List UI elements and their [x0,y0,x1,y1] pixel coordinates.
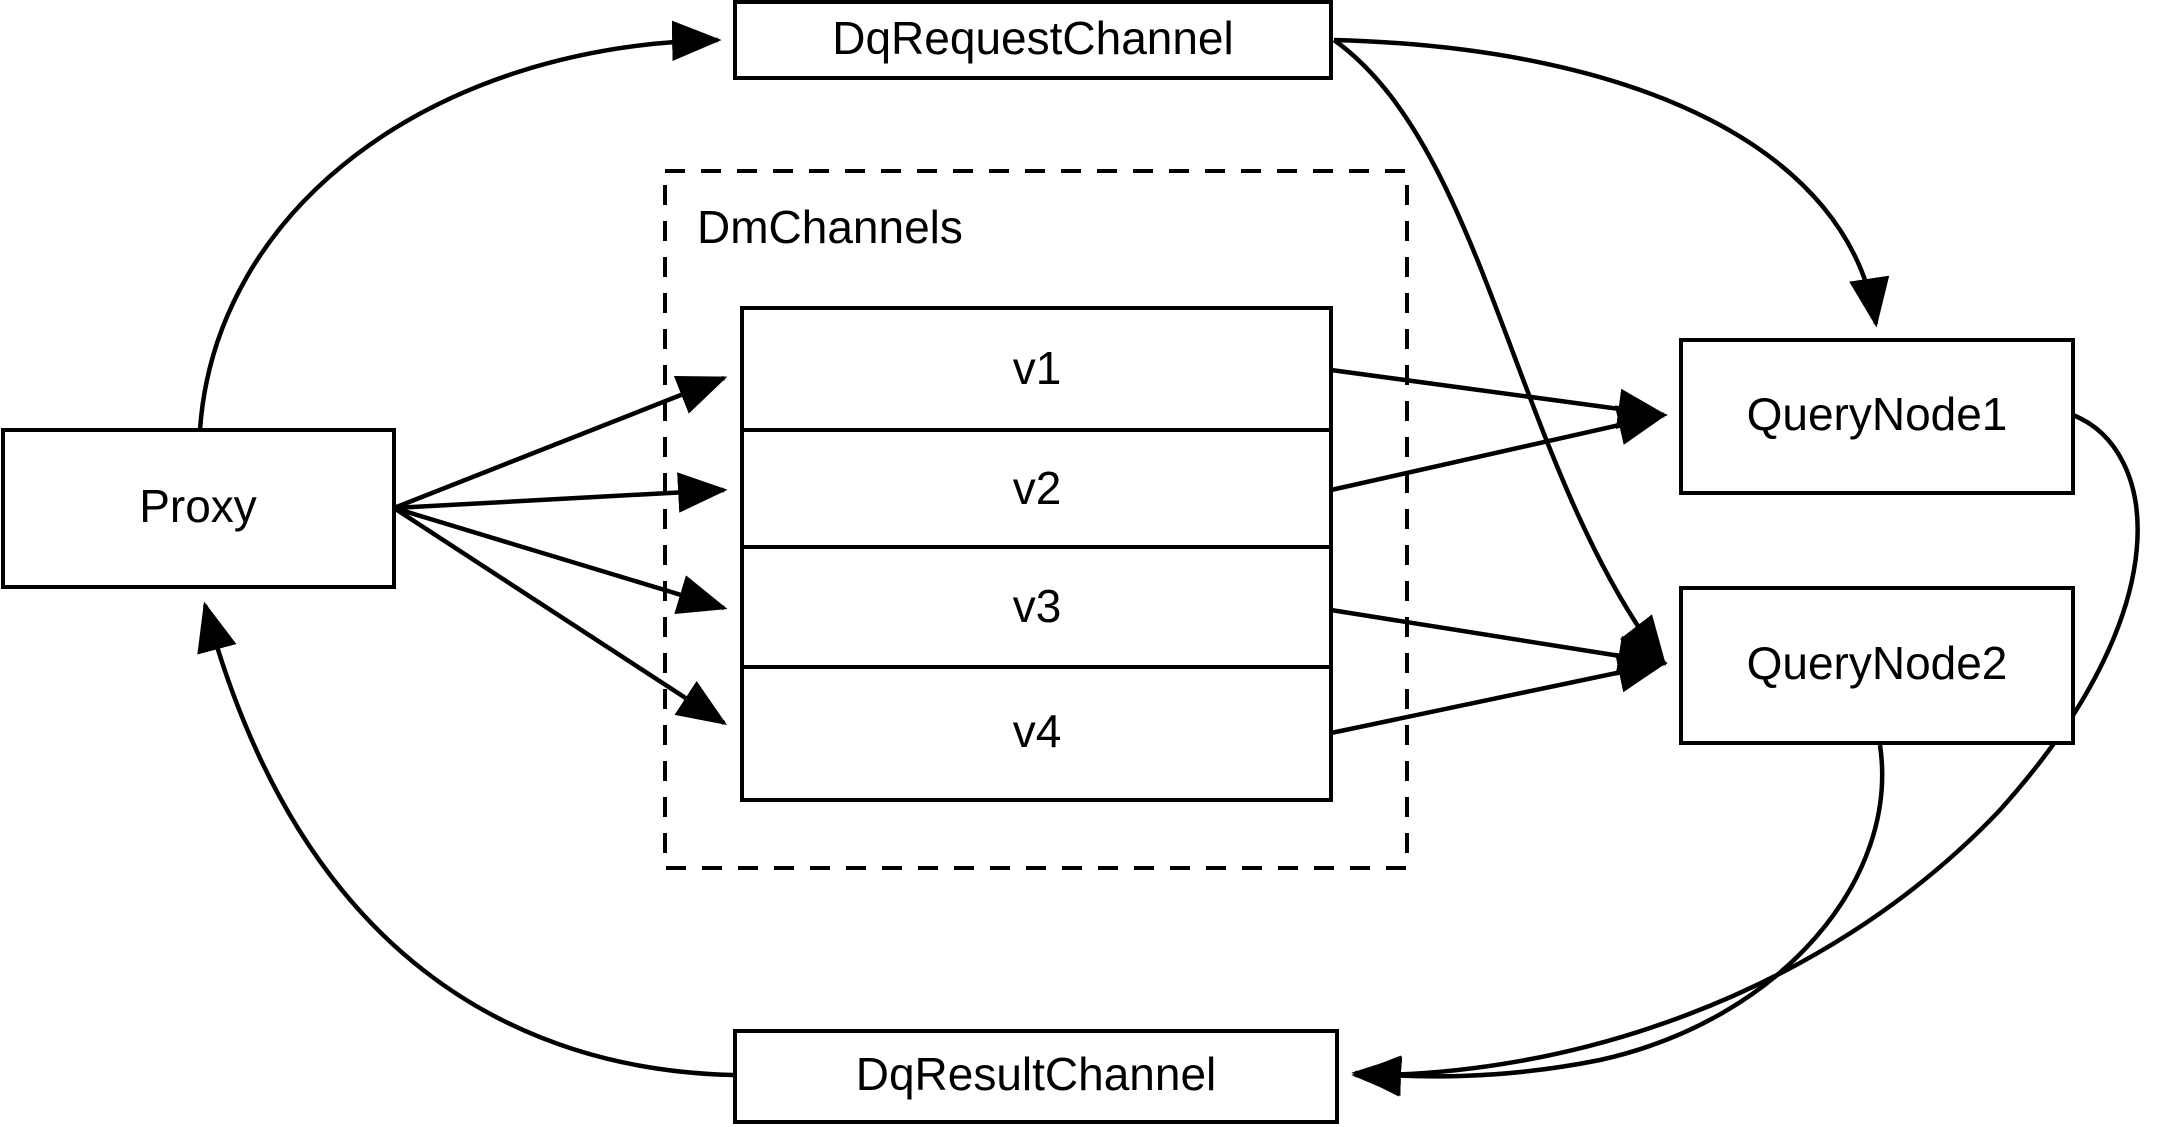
edge-dqrequestchannel-to-querynode1 [1333,37,1890,328]
edge-proxy-to-dqrequestchannel [197,20,722,431]
node-dqrequestchannel-box [733,0,1333,80]
edge-v4-to-querynode2 [1330,652,1668,736]
node-proxy-label: Proxy [139,480,257,532]
edge-proxy-to-v1 [393,375,728,511]
node-querynode2-label: QueryNode2 [1747,637,2008,689]
table-row-v3: v3 [1013,580,1062,632]
edge-v1-to-querynode1 [1330,367,1668,429]
node-dqresultchannel-label: DqResultChannel [856,1048,1217,1100]
edge-querynode1-to-dqresultchannel [1351,412,2140,1096]
table-row-v2: v2 [1013,462,1062,514]
edge-v2-to-querynode1 [1330,405,1668,493]
node-querynode1-label: QueryNode1 [1747,388,2008,440]
edge-v3-to-querynode2 [1330,607,1668,676]
node-dqrequestchannel-label: DqRequestChannel [832,12,1234,64]
edge-dqrequestchannel-to-querynode2 [1332,38,1667,666]
node-querynode2-box [1679,586,2075,745]
node-proxy-box [1,428,396,589]
table-row-v1: v1 [1013,342,1062,394]
table-row-v4: v4 [1013,705,1062,757]
edge-proxy-to-v2 [393,472,728,513]
edge-dqresultchannel-to-proxy [197,601,734,1078]
edge-querynode2-to-dqresultchannel [1351,744,1885,1097]
dmchannels-group-label: DmChannels [697,201,963,253]
dmchannels-group-box [663,169,1409,870]
node-dqresultchannel-box [733,1029,1339,1124]
edge-proxy-to-v4 [392,506,728,725]
dmchannels-table [740,306,1333,802]
edge-proxy-to-v3 [393,505,728,615]
node-querynode1-box [1679,338,2075,495]
